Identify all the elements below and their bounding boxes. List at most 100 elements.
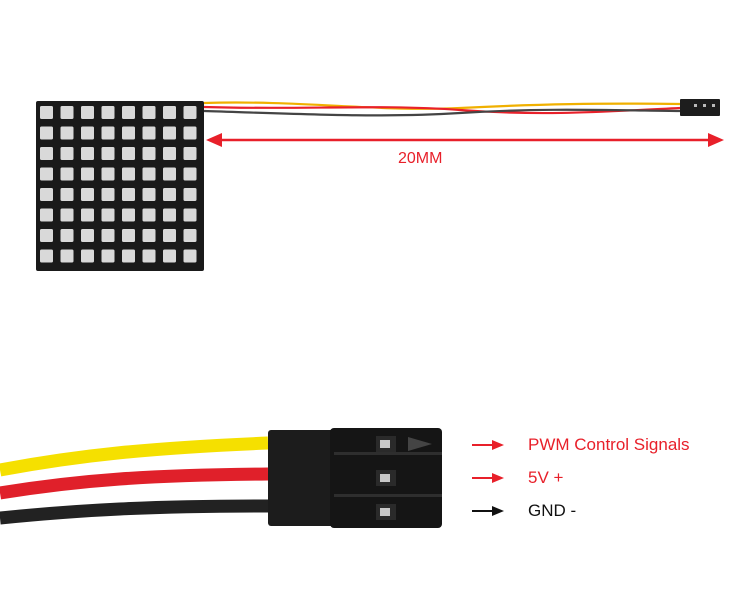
led-pixel: [163, 208, 176, 222]
pin-legend-label: PWM Control Signals: [528, 435, 690, 454]
led-pixel: [101, 229, 115, 242]
dupont-connector: [268, 428, 442, 528]
led-pixel: [122, 126, 135, 140]
led-pixel: [101, 167, 115, 181]
led-pixel: [81, 229, 94, 242]
led-pixel: [81, 126, 94, 140]
led-pixel: [101, 208, 115, 222]
led-pixel: [40, 167, 53, 181]
led-pixel: [183, 249, 197, 263]
led-pixel: [40, 106, 53, 119]
led-pixel: [183, 106, 197, 119]
led-matrix: [36, 101, 204, 271]
led-pixel: [142, 188, 156, 201]
led-pixel: [122, 249, 135, 263]
top-wire-yellow: [203, 101, 681, 110]
top-connector: [680, 99, 720, 116]
arrow-right-icon: [472, 440, 504, 450]
led-pixel: [183, 126, 197, 140]
led-pixel: [81, 167, 94, 181]
led-pixel: [60, 147, 74, 160]
pin-contact: [380, 440, 390, 448]
led-grid: [40, 106, 197, 263]
top-cable: [203, 99, 720, 117]
led-pixel: [101, 126, 115, 140]
led-pixel: [142, 229, 156, 242]
dimension-label: 20MM: [398, 150, 443, 167]
top-connector-pin: [694, 104, 697, 107]
led-pixel: [122, 106, 135, 119]
connector-housing: [268, 430, 340, 526]
pin-legend: PWM Control Signals 5V + GND -: [470, 433, 740, 532]
led-pixel: [163, 249, 176, 263]
led-pixel: [81, 249, 94, 263]
led-pixel: [60, 249, 74, 263]
led-pixel: [60, 126, 74, 140]
led-pixel: [183, 208, 197, 222]
top-connector-pin: [703, 104, 706, 107]
led-pixel: [183, 229, 197, 242]
led-pixel: [40, 188, 53, 201]
arrow-right-icon: [472, 473, 504, 483]
pin-contact: [380, 474, 390, 482]
led-pixel: [163, 188, 176, 201]
led-pixel: [183, 167, 197, 181]
led-pixel: [40, 249, 53, 263]
pin-legend-item-power: 5V +: [470, 466, 740, 499]
led-pixel: [101, 249, 115, 263]
led-pixel: [101, 147, 115, 160]
led-pixel: [60, 106, 74, 119]
led-pixel: [163, 167, 176, 181]
pin-contact: [380, 508, 390, 516]
wire-yellow: [0, 436, 269, 477]
matrix-board: [36, 101, 204, 271]
led-pixel: [60, 208, 74, 222]
led-pixel: [163, 126, 176, 140]
led-pixel: [122, 188, 135, 201]
led-pixel: [142, 208, 156, 222]
led-pixel: [81, 147, 94, 160]
led-pixel: [40, 208, 53, 222]
led-pixel: [122, 167, 135, 181]
led-pixel: [142, 106, 156, 119]
led-pixel: [142, 147, 156, 160]
top-connector-pin: [712, 104, 715, 107]
led-pixel: [40, 126, 53, 140]
led-pixel: [40, 147, 53, 160]
led-pixel: [60, 167, 74, 181]
top-wire-red: [203, 105, 681, 115]
led-pixel: [60, 188, 74, 201]
dimension-arrow-left-head: [206, 133, 222, 147]
led-pixel: [122, 147, 135, 160]
led-pixel: [163, 229, 176, 242]
bottom-cable: [0, 436, 269, 525]
dimension-arrow: [206, 133, 724, 147]
led-pixel: [81, 208, 94, 222]
led-pixel: [142, 167, 156, 181]
led-pixel: [122, 229, 135, 242]
led-pixel: [142, 126, 156, 140]
pin-legend-item-ground: GND -: [470, 499, 740, 532]
led-pixel: [81, 106, 94, 119]
top-wire-black: [203, 108, 681, 117]
pin-legend-item-signal: PWM Control Signals: [470, 433, 740, 466]
led-pixel: [183, 188, 197, 201]
wire-red: [0, 467, 269, 500]
arrow-right-icon: [472, 506, 504, 516]
polarity-triangle: [408, 437, 432, 451]
led-pixel: [183, 147, 197, 160]
dimension-arrow-right-head: [708, 133, 724, 147]
led-pixel: [142, 249, 156, 263]
led-pixel: [163, 147, 176, 160]
led-pixel: [101, 188, 115, 201]
wire-black: [0, 499, 269, 525]
led-pixel: [40, 229, 53, 242]
pin-legend-label: 5V +: [528, 468, 564, 487]
led-pixel: [101, 106, 115, 119]
led-pixel: [163, 106, 176, 119]
led-pixel: [122, 208, 135, 222]
led-pixel: [60, 229, 74, 242]
pin-legend-label: GND -: [528, 501, 577, 520]
led-pixel: [81, 188, 94, 201]
